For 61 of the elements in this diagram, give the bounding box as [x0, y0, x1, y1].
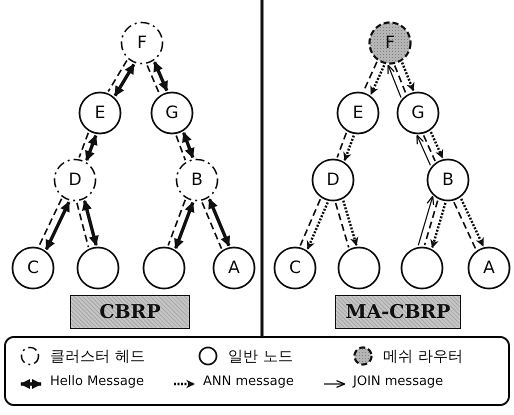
legend-text: JOIN message	[353, 374, 444, 389]
link-line	[38, 198, 62, 246]
legend-text: ANN message	[203, 374, 294, 389]
node-circle: D	[311, 158, 355, 202]
link-line	[146, 65, 160, 94]
legend-text: Hello Message	[50, 374, 144, 389]
legend-text: 일반 노드	[228, 347, 293, 366]
title-box: MA-CBRP	[335, 295, 461, 329]
node-circle	[142, 246, 186, 290]
arrow	[400, 62, 414, 92]
arrow	[460, 198, 484, 247]
link-line	[107, 60, 128, 92]
link-line	[76, 202, 90, 248]
arrow	[153, 61, 168, 92]
arrow	[182, 132, 194, 158]
node-circle: C	[273, 246, 317, 290]
link-line	[201, 202, 222, 250]
node-circle	[337, 246, 381, 290]
link-line	[424, 200, 439, 246]
link-line	[453, 202, 477, 250]
arrow	[342, 200, 358, 246]
arrow	[208, 198, 230, 247]
node-circle: C	[11, 246, 55, 290]
arrow	[44, 201, 70, 250]
title-box: CBRP	[70, 295, 190, 329]
node-circle: G	[396, 91, 440, 135]
arrow	[306, 202, 329, 250]
node-circle: E	[336, 91, 380, 135]
node-circle: A	[467, 246, 511, 290]
arrow	[430, 202, 447, 248]
link-line	[300, 198, 322, 246]
legend-text: 메쉬 라우터	[383, 347, 463, 366]
arrow	[416, 134, 431, 166]
link-line	[334, 202, 350, 248]
arrow	[114, 64, 136, 96]
arrow	[174, 202, 194, 250]
arrow	[82, 200, 99, 246]
arrow	[370, 64, 386, 95]
node-circle: E	[78, 91, 122, 135]
arrow	[430, 132, 444, 158]
node-circle	[400, 246, 444, 290]
arrow	[418, 196, 434, 246]
node-circle: G	[150, 91, 194, 135]
link-line	[422, 134, 436, 162]
link-line	[78, 132, 90, 158]
node-circle: A	[212, 246, 256, 290]
legend-text: 클러스터 헤드	[50, 347, 145, 366]
arrow	[85, 134, 98, 162]
cluster-head-circle: F	[120, 21, 164, 65]
node-circle: B	[426, 158, 470, 202]
cluster-head-circle: D	[53, 158, 97, 202]
link-line	[363, 62, 378, 92]
link-line	[175, 135, 186, 160]
arrow	[387, 64, 402, 98]
link-line	[394, 65, 407, 94]
arrow	[343, 135, 355, 162]
link-line	[167, 200, 186, 246]
mesh-router-circle: F	[368, 21, 412, 65]
node-circle	[76, 246, 120, 290]
link-line	[336, 132, 348, 158]
cluster-head-circle: B	[175, 158, 219, 202]
